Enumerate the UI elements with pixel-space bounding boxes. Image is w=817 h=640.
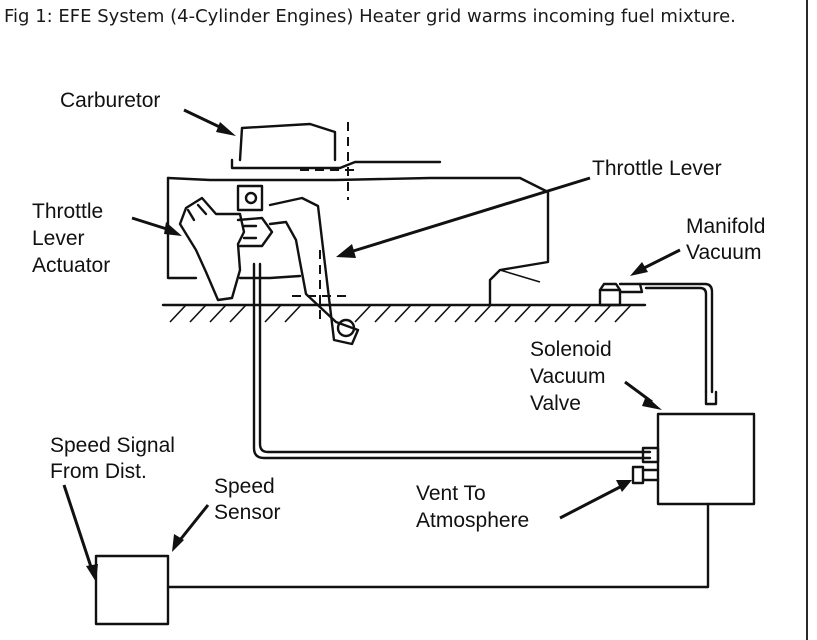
label-throttle-lever-actuator-line2: Lever: [32, 227, 85, 250]
speed-sensor-box: [94, 554, 170, 626]
label-speed-sensor-line1: Speed: [214, 475, 275, 498]
label-solenoid-vacuum-valve-line2: Vacuum: [530, 365, 605, 388]
diagram-labels: Carburetor Throttle Lever Throttle Lever…: [32, 89, 765, 532]
throttle-lever-actuator: [178, 184, 274, 302]
label-solenoid-vacuum-valve-line3: Valve: [530, 392, 581, 415]
label-speed-sensor-line2: Sensor: [214, 501, 281, 524]
solenoid-vacuum-valve-box: [631, 412, 756, 506]
manifold-vacuum-fitting: [598, 282, 644, 307]
figure-caption: Fig 1: EFE System (4-Cylinder Engines) H…: [4, 6, 736, 27]
label-manifold-vacuum-line1: Manifold: [686, 215, 765, 238]
label-throttle-lever-actuator-line1: Throttle: [32, 200, 103, 223]
label-speed-signal-line1: Speed Signal: [50, 434, 175, 457]
carburetor-body: [166, 122, 550, 307]
vacuum-hoses: [252, 262, 718, 460]
label-solenoid-vacuum-valve-line1: Solenoid: [530, 338, 612, 361]
manifold-surface: [161, 303, 647, 323]
label-carburetor: Carburetor: [60, 89, 160, 112]
page-border: [806, 0, 808, 640]
label-vent-line1: Vent To: [416, 482, 486, 505]
label-throttle-lever-actuator-line3: Actuator: [32, 254, 110, 277]
label-manifold-vacuum-line2: Vacuum: [686, 241, 761, 264]
leader-arrows: [62, 108, 681, 582]
label-vent-line2: Atmosphere: [416, 509, 529, 532]
throttle-lever: [268, 196, 360, 346]
label-speed-signal-line2: From Dist.: [50, 460, 147, 483]
label-throttle-lever: Throttle Lever: [592, 157, 722, 180]
sensor-wiring: [166, 502, 710, 589]
